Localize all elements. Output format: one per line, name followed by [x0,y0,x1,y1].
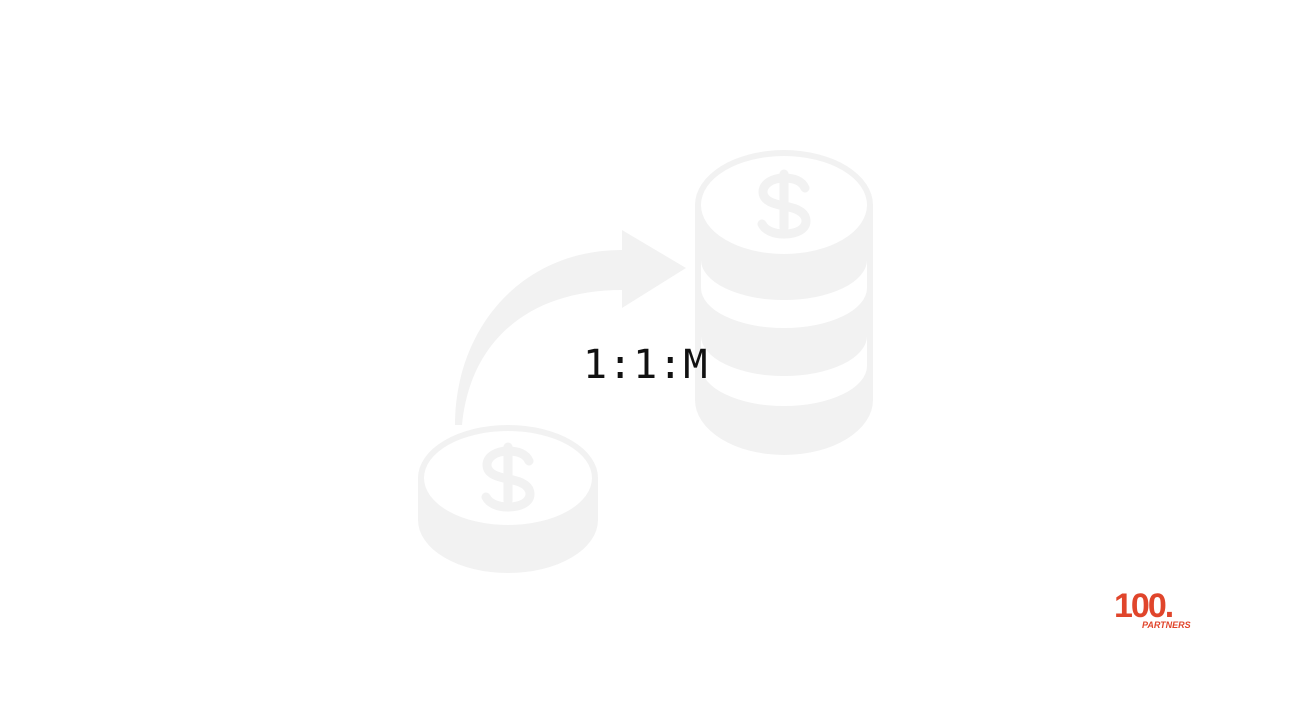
logo-word: PARTNERS [1142,620,1191,630]
arrow-icon [455,230,686,425]
logo: 100. PARTNERS [1110,586,1200,636]
ratio-label: 1:1:M [583,342,709,388]
logo-number: 100. [1114,587,1174,625]
